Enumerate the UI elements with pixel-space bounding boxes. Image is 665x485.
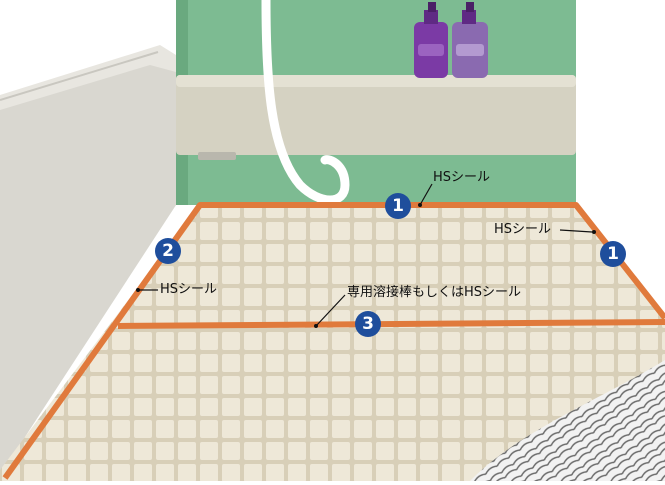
floor-tiles bbox=[0, 205, 665, 481]
bath-mat bbox=[470, 360, 665, 481]
shower-hose bbox=[261, 0, 350, 205]
leader-middle bbox=[315, 294, 346, 327]
marker-3-middle: 3 bbox=[355, 311, 381, 337]
marker-2-left: 2 bbox=[155, 238, 181, 264]
label-middle-seal: 専用溶接棒もしくはHSシール bbox=[347, 285, 522, 300]
label-left-seal: HSシール bbox=[160, 282, 218, 297]
leader-top bbox=[419, 183, 433, 206]
label-right-seal: HSシール bbox=[494, 222, 552, 237]
label-top-seal: HSシール bbox=[433, 170, 491, 185]
bottles-icon bbox=[414, 2, 488, 78]
marker-1-right: 1 bbox=[600, 241, 626, 267]
joint-seal-line bbox=[117, 319, 665, 329]
leader-right bbox=[559, 229, 593, 233]
drain-slot bbox=[198, 152, 236, 160]
marker-1-top: 1 bbox=[385, 193, 411, 219]
